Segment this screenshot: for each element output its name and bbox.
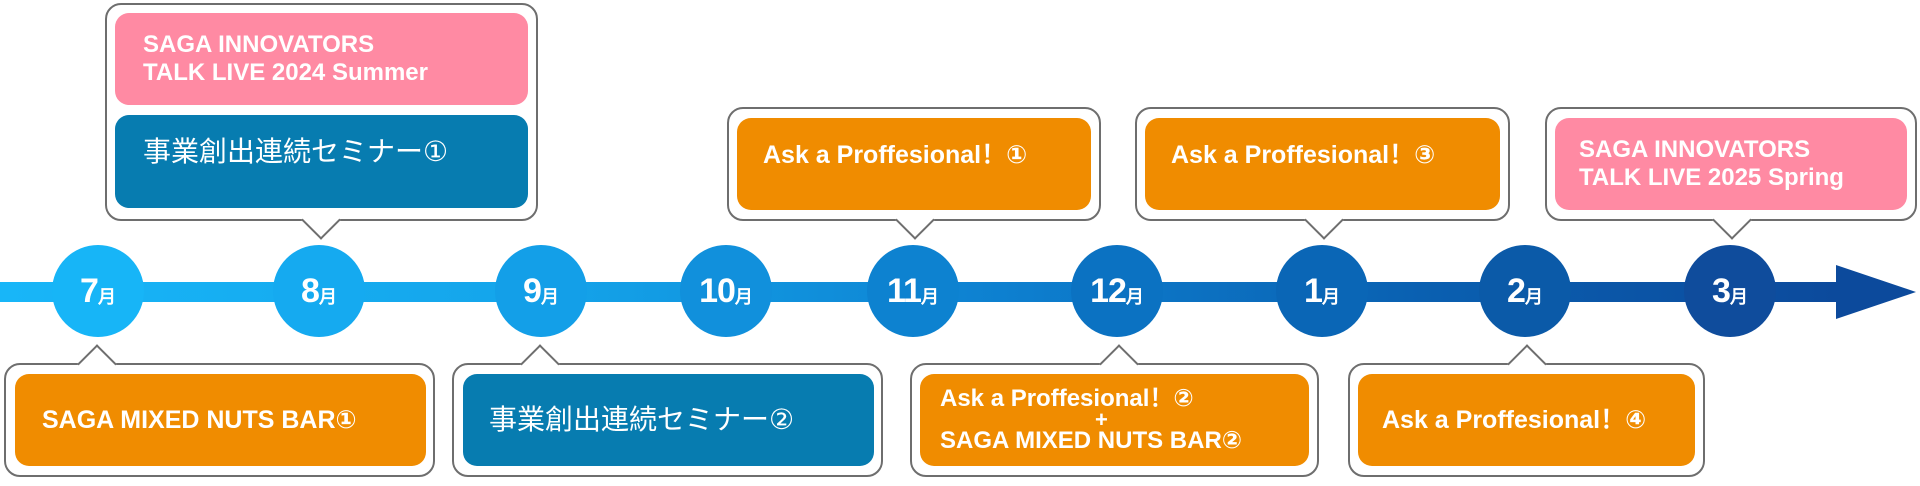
event-label: 事業創出連続セミナー② — [489, 403, 795, 435]
month-unit: 月 — [540, 287, 559, 307]
callout-dec: Ask a Proffesional！② + SAGA MIXED NUTS B… — [910, 344, 1319, 477]
month-number: 12 — [1090, 271, 1127, 310]
month-unit: 月 — [1729, 287, 1748, 307]
callout-nov: Ask a Proffesional！① — [727, 107, 1101, 240]
month-number: 1 — [1304, 271, 1323, 310]
event-label-line2: SAGA MIXED NUTS BAR② — [940, 426, 1243, 454]
event-label-line1: Ask a Proffesional！② — [940, 385, 1194, 413]
month-unit: 月 — [97, 287, 116, 307]
month-number: 2 — [1507, 271, 1526, 310]
month-unit: 月 — [1524, 287, 1543, 307]
month-number: 9 — [523, 271, 542, 310]
month-unit: 月 — [1321, 287, 1340, 307]
month-unit: 月 — [734, 287, 753, 307]
month-number: 7 — [80, 271, 99, 310]
event-ask-professional-2-nuts-bar-2: Ask a Proffesional！② + SAGA MIXED NUTS B… — [920, 374, 1309, 466]
month-number: 3 — [1712, 271, 1731, 310]
callout-feb: Ask a Proffesional！④ — [1348, 344, 1705, 477]
event-talk-live-2025-spring: SAGA INNOVATORS TALK LIVE 2025 Spring — [1555, 118, 1907, 210]
callout-aug: SAGA INNOVATORS TALK LIVE 2024 Summer 事業… — [105, 3, 538, 240]
event-label-plus: + — [1095, 407, 1108, 433]
event-nuts-bar-1: SAGA MIXED NUTS BAR① — [15, 374, 426, 466]
event-label: 事業創出連続セミナー① — [143, 136, 449, 168]
callout-jul: SAGA MIXED NUTS BAR① — [4, 344, 435, 477]
event-label: SAGA INNOVATORS TALK LIVE 2024 Summer — [143, 31, 428, 86]
event-seminar-2: 事業創出連続セミナー② — [463, 374, 874, 466]
month-unit: 月 — [920, 287, 939, 307]
timeline-arrowhead-icon — [1836, 265, 1916, 319]
event-label: Ask a Proffesional！③ — [1171, 140, 1436, 169]
callout-sep: 事業創出連続セミナー② — [452, 344, 883, 477]
month-unit: 月 — [1125, 287, 1144, 307]
event-label: SAGA MIXED NUTS BAR① — [42, 405, 357, 434]
event-seminar-1: 事業創出連続セミナー① — [115, 115, 528, 208]
event-ask-professional-4: Ask a Proffesional！④ — [1358, 374, 1695, 466]
month-number: 11 — [887, 271, 922, 310]
event-label: SAGA INNOVATORS TALK LIVE 2025 Spring — [1579, 136, 1844, 191]
event-talk-live-2024-summer: SAGA INNOVATORS TALK LIVE 2024 Summer — [115, 13, 528, 105]
event-label: Ask a Proffesional！④ — [1382, 405, 1647, 434]
month-unit: 月 — [318, 287, 337, 307]
callout-jan: Ask a Proffesional！③ — [1135, 107, 1510, 240]
event-label: Ask a Proffesional！① — [763, 140, 1028, 169]
event-ask-professional-1: Ask a Proffesional！① — [737, 118, 1091, 210]
callout-mar: SAGA INNOVATORS TALK LIVE 2025 Spring — [1545, 107, 1917, 240]
month-number: 8 — [301, 271, 320, 310]
event-ask-professional-3: Ask a Proffesional！③ — [1145, 118, 1500, 210]
month-number: 10 — [699, 271, 736, 310]
